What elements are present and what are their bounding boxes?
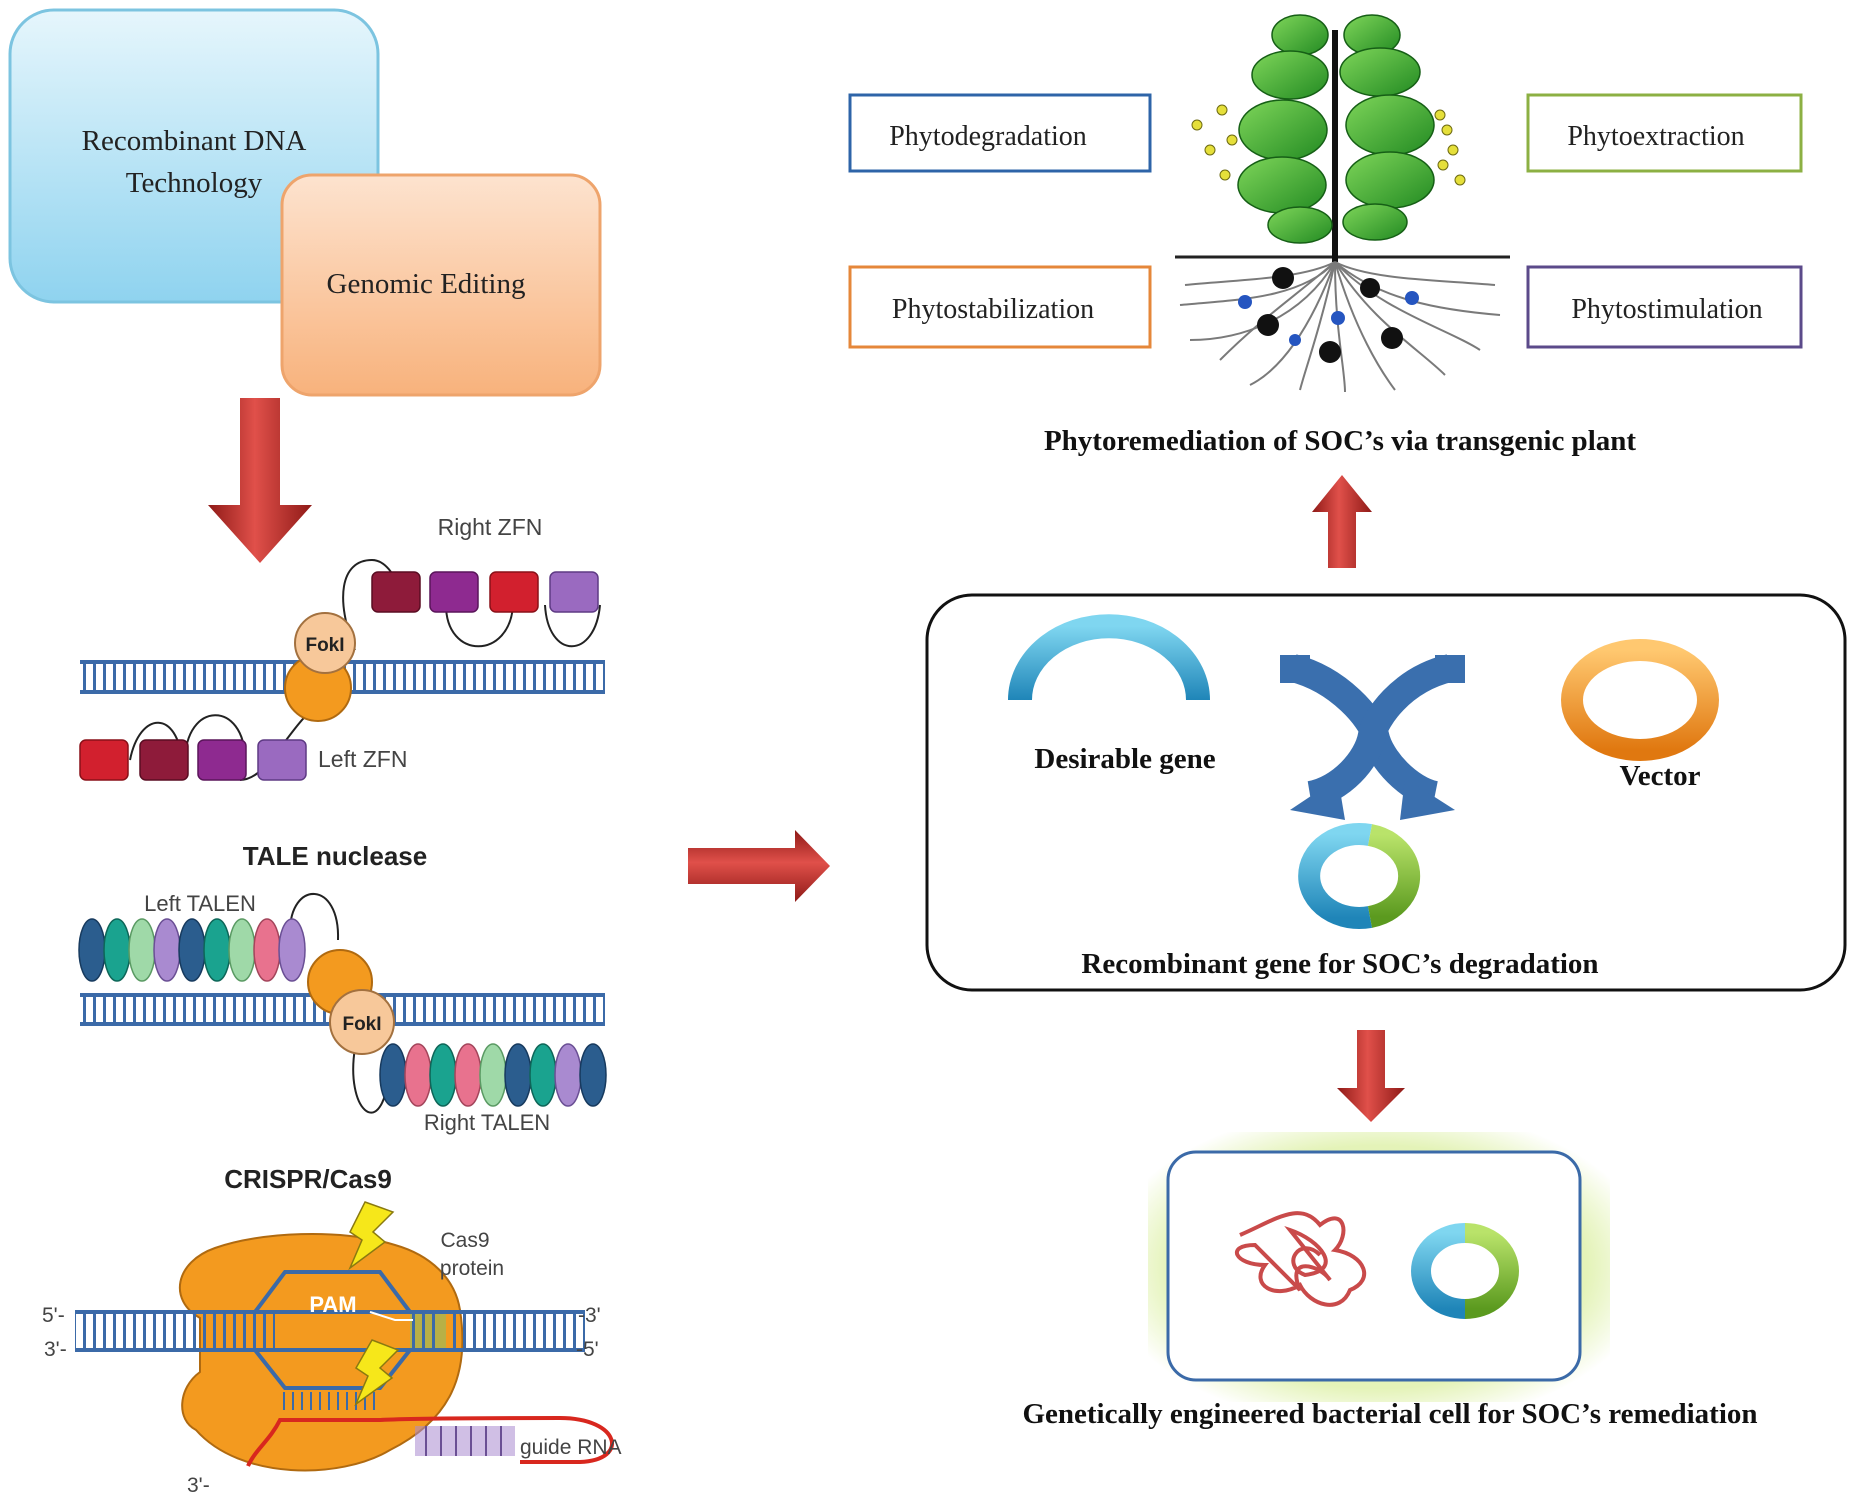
- crispr-diagram: PAM Cas9 protein 5'- 3'- -3' -5' guide R…: [42, 1201, 622, 1497]
- recombinant-line1: Recombinant DNA: [82, 125, 307, 157]
- desirable-gene-label: Desirable gene: [1034, 743, 1215, 775]
- left-zfn-label: Left ZFN: [318, 746, 407, 772]
- cas9-label-line2: protein: [440, 1257, 504, 1280]
- right-zfn-label: Right ZFN: [438, 514, 543, 540]
- five-prime-bottom-label: -5': [576, 1338, 599, 1361]
- left-talen-label: Left TALEN: [144, 891, 256, 916]
- svg-text:Technology: Technology: [126, 167, 263, 199]
- bacterial-cell-caption: Genetically engineered bacterial cell fo…: [1022, 1398, 1757, 1430]
- right-arrow-middle: [688, 830, 830, 902]
- phytodegradation-box: Phytodegradation: [848, 93, 1152, 173]
- recombinant-line2: Technology: [126, 167, 263, 199]
- phytoremediation-caption: Phytoremediation of SOC’s via transgenic…: [1044, 425, 1636, 457]
- genomic-editing-label: Genomic Editing: [327, 268, 526, 300]
- pam-label: PAM: [309, 1292, 356, 1317]
- phytodegradation-label: Phytodegradation: [889, 121, 1087, 152]
- recombinant-process-box: Desirable gene Vector Recombinant gene f…: [925, 593, 1847, 992]
- right-talen-label: Right TALEN: [424, 1110, 550, 1135]
- phytoextraction-label: Phytoextraction: [1567, 121, 1744, 152]
- cas9-label-line1: Cas9: [440, 1229, 489, 1252]
- phytostimulation-label: Phytostimulation: [1571, 294, 1762, 325]
- three-prime-rna-label: 3'-: [187, 1474, 210, 1497]
- phytoextraction-box: Phytoextraction: [1526, 93, 1803, 173]
- zfn-diagram: FokI Right ZFN Left ZFN: [79, 514, 605, 781]
- three-prime-top-label: -3': [578, 1304, 601, 1327]
- phytostabilization-box: Phytostabilization: [848, 265, 1152, 349]
- recombinant-gene-label: Recombinant gene for SOC’s degradation: [1081, 948, 1598, 980]
- vector-label: Vector: [1619, 760, 1700, 792]
- down-arrow-left: [208, 398, 312, 563]
- talen-diagram: FokI Left TALEN Right TALEN: [78, 891, 607, 1135]
- phytostimulation-box: Phytostimulation: [1526, 265, 1803, 349]
- plant-illustration: [1175, 14, 1510, 393]
- three-prime-bottom-left-label: 3'-: [44, 1338, 67, 1361]
- down-arrow-right: [1337, 1030, 1405, 1122]
- bacterial-cell-box: [1148, 1132, 1610, 1402]
- svg-text:Recombinant DNA: Recombinant DNA: [82, 125, 307, 157]
- phytostabilization-label: Phytostabilization: [892, 294, 1094, 325]
- zfn-foki-label: FokI: [305, 635, 344, 656]
- up-arrow-right: [1312, 475, 1372, 568]
- tale-nuclease-title: TALE nuclease: [243, 841, 427, 871]
- crispr-title: CRISPR/Cas9: [224, 1164, 392, 1194]
- guide-rna-label: guide RNA: [520, 1436, 622, 1459]
- genomic-editing-box: Genomic Editing: [280, 173, 602, 397]
- talen-foki-label: FokI: [342, 1014, 381, 1035]
- five-prime-top-label: 5'-: [42, 1304, 65, 1327]
